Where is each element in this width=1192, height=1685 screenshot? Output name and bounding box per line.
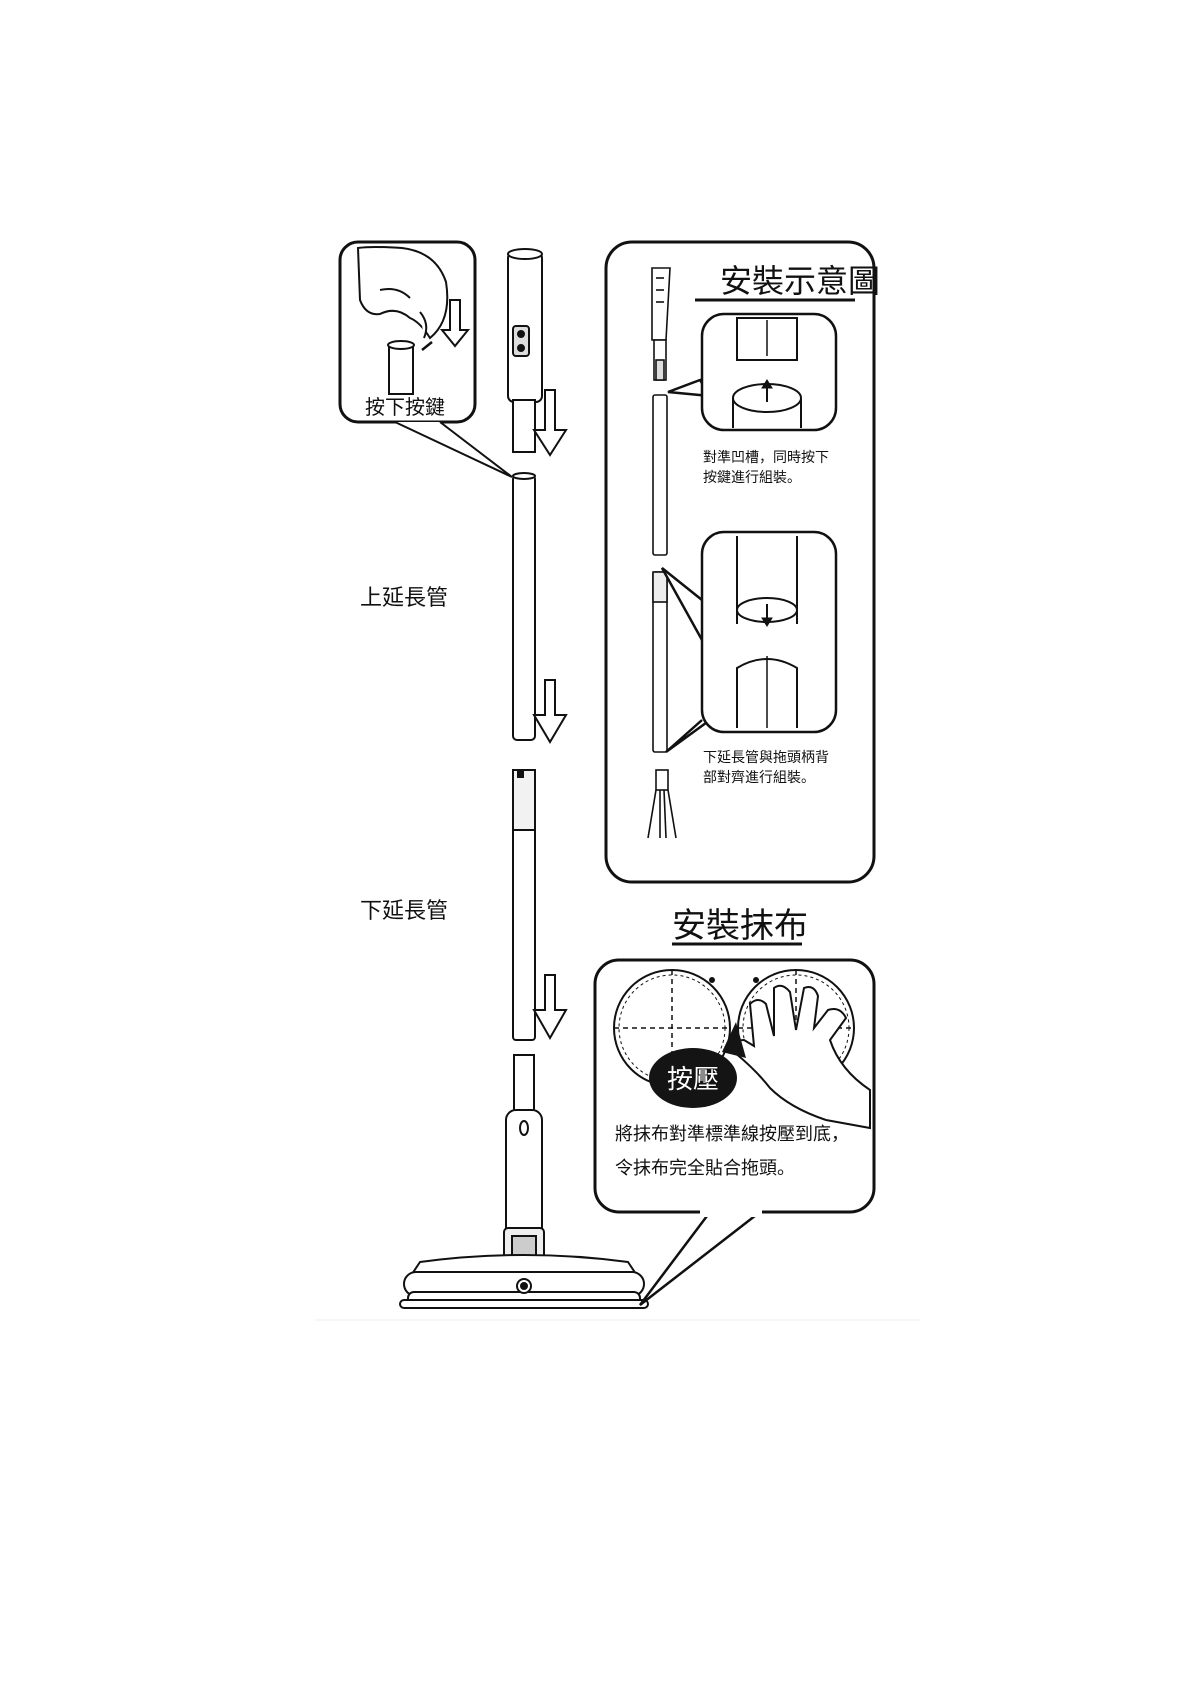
- upper-tube: [513, 473, 535, 740]
- upper-tube-label: 上延長管: [360, 586, 448, 611]
- press-button-label: 按下按鍵: [365, 395, 445, 419]
- install-cloth-panel: 按壓 將抹布對準標準線按壓到底， 令抹布完全貼合拖頭。: [595, 960, 874, 1305]
- cloth-instruction-line2: 令抹布完全貼合拖頭。: [615, 1158, 795, 1179]
- down-arrow-icon: [534, 680, 566, 742]
- install-diagram-title: 安裝示意圖: [720, 262, 880, 300]
- press-button-callout: 按下按鍵: [340, 242, 512, 477]
- press-badge-label: 按壓: [667, 1065, 719, 1095]
- step2-line1: 下延長管與拖頭柄背: [703, 750, 829, 766]
- install-diagram-panel: 安裝示意圖 對準凹槽，同時按下 按鍵進行組裝。: [606, 242, 880, 882]
- lower-tube-label: 下延長管: [360, 899, 448, 924]
- install-cloth-title: 安裝抹布: [672, 906, 808, 946]
- step1-line1: 對準凹槽，同時按下: [703, 450, 829, 466]
- lower-tube: [513, 770, 535, 1040]
- step2-line2: 部對齊進行組裝。: [703, 769, 815, 786]
- cloth-instruction-line1: 將抹布對準標準線按壓到底，: [615, 1124, 849, 1145]
- mini-upper-tube: [653, 395, 667, 555]
- handle: [508, 249, 542, 452]
- step1-line2: 按鍵進行組裝。: [703, 470, 801, 486]
- down-arrow-icon: [534, 975, 566, 1038]
